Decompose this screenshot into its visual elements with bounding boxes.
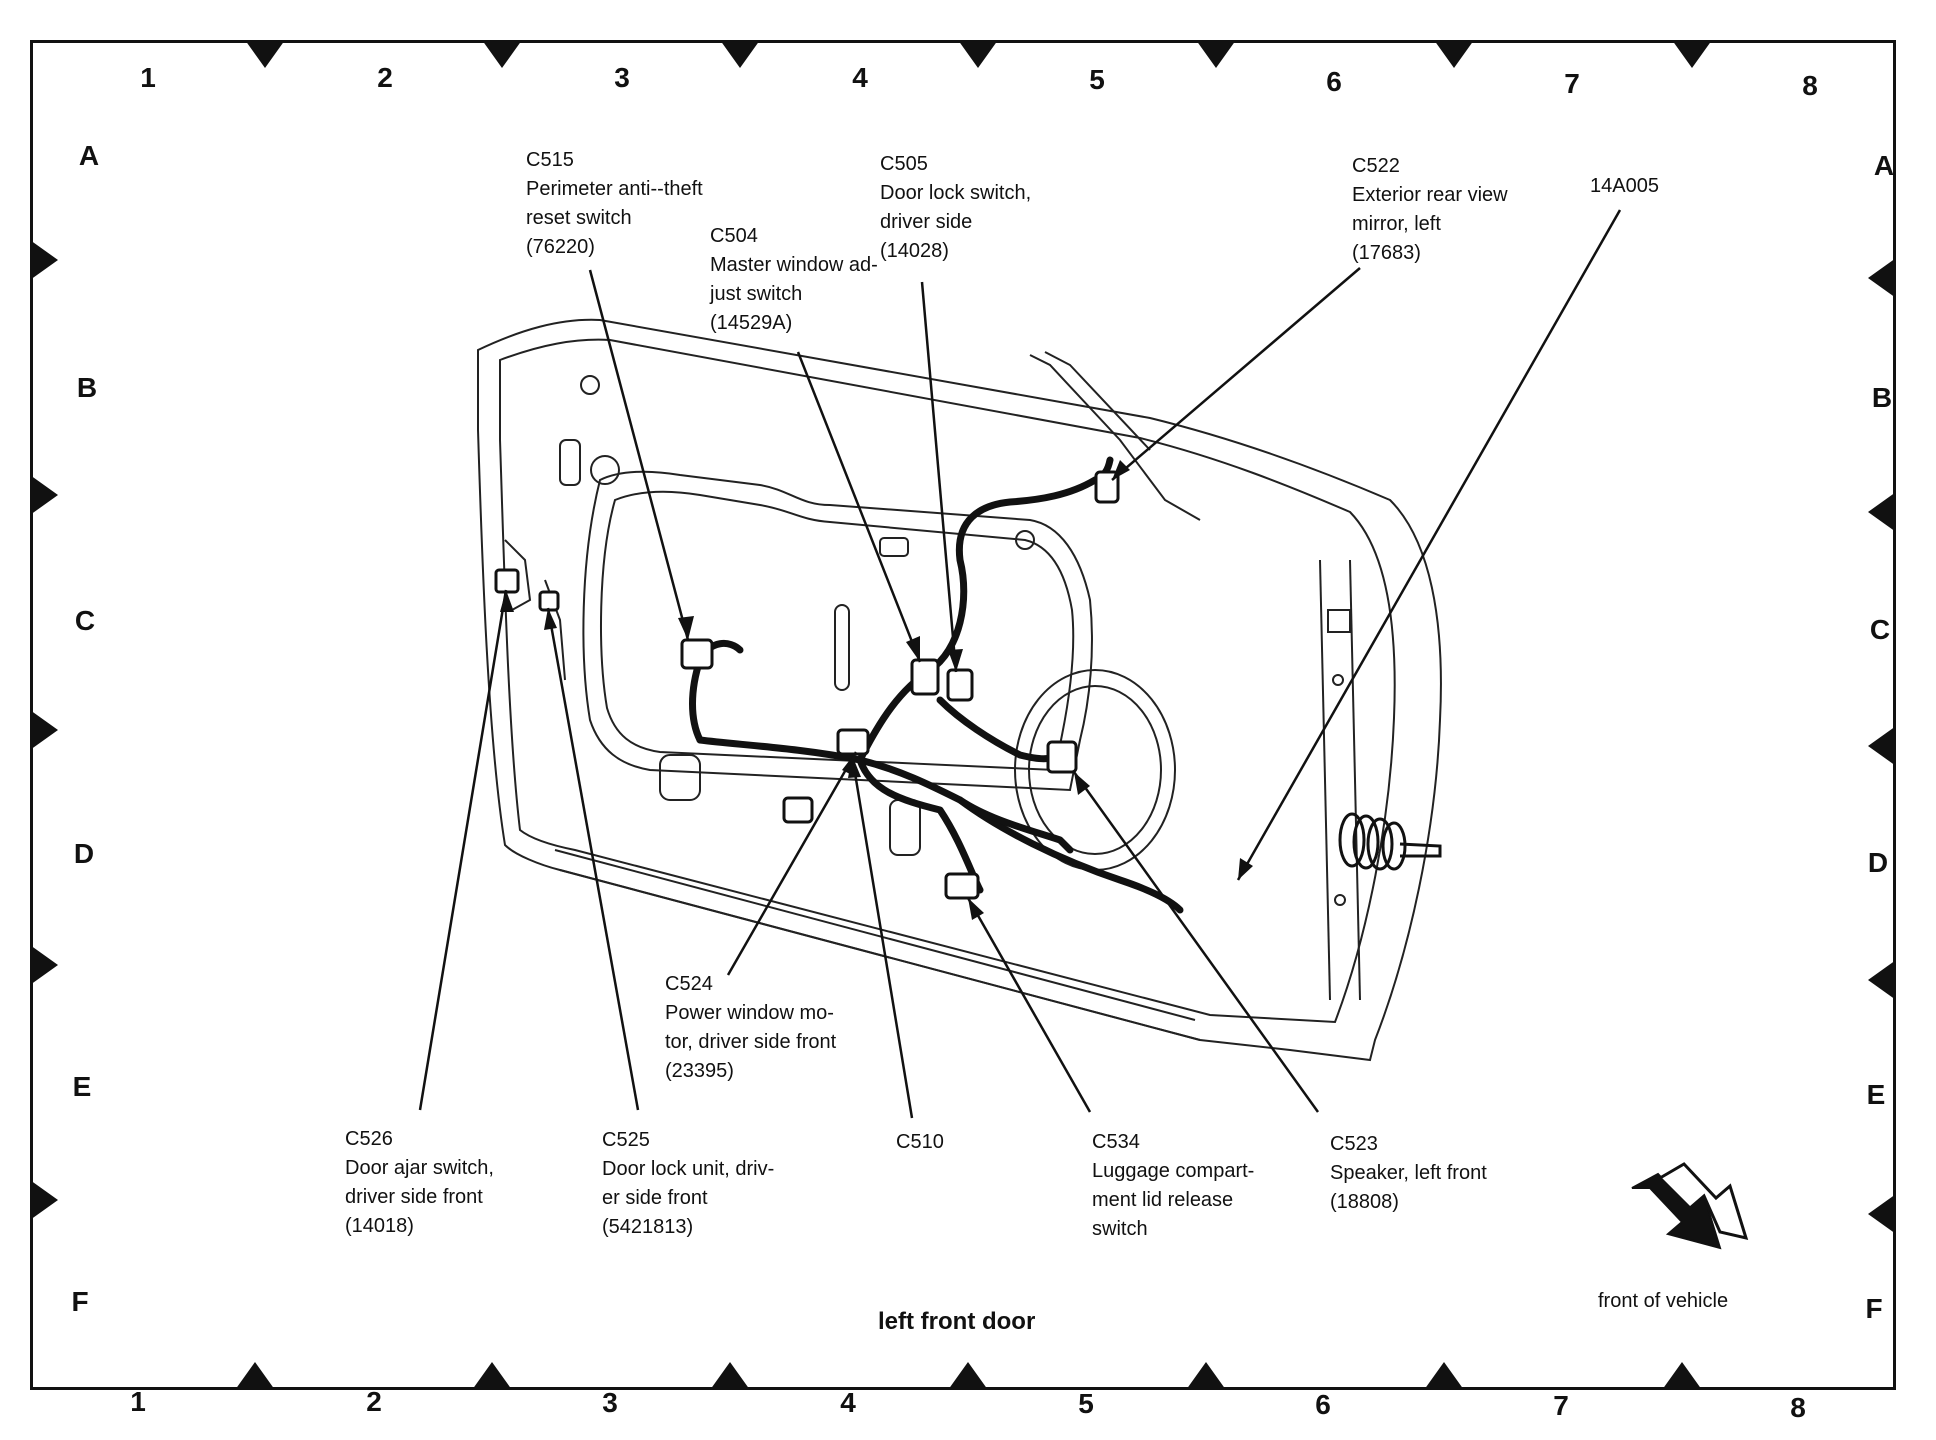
- callout-desc-line: ment lid release: [1092, 1189, 1234, 1211]
- connector-c505: [946, 668, 974, 702]
- part-number: (14529A): [710, 312, 793, 334]
- part-number: (14028): [880, 240, 949, 262]
- callout-c524: C524 Power window mo- tor, driver side f…: [665, 970, 836, 1086]
- callout-desc-line: Master window ad-: [710, 254, 878, 276]
- part-number: (17683): [1352, 242, 1421, 264]
- callout-c510: C510: [896, 1128, 944, 1157]
- callout-c515: C515 Perimeter anti--theft reset switch …: [526, 146, 703, 262]
- frame-ticks-top: [245, 40, 1712, 68]
- grid-col-top-1: 1: [140, 62, 156, 93]
- part-number: (5421813): [602, 1216, 694, 1238]
- wire-boot-grommet: [1338, 812, 1442, 871]
- callout-desc-line: Door lock unit, driv-: [602, 1158, 775, 1180]
- grid-row-left-A: A: [78, 140, 100, 171]
- callout-desc-line: Exterior rear view: [1352, 184, 1508, 206]
- grid-col-top-3: 3: [614, 62, 630, 93]
- frame-ticks-bottom: [235, 1362, 1702, 1390]
- frame-ticks-right: [1868, 258, 1896, 1234]
- grid-col-top-7: 7: [1564, 68, 1580, 99]
- grid-col-top-8: 8: [1802, 70, 1818, 101]
- callout-c525: C525 Door lock unit, driv- er side front…: [602, 1126, 774, 1242]
- grid-row-left-D: D: [73, 838, 95, 869]
- leader-arrowheads: [500, 460, 1253, 920]
- grid-col-bottom-2: 2: [366, 1386, 382, 1417]
- callout-14a005: 14A005: [1590, 172, 1659, 201]
- callout-desc-line: Door lock switch,: [880, 182, 1032, 204]
- grid-col-bottom-8: 8: [1790, 1392, 1806, 1423]
- grid-col-bottom-4: 4: [840, 1387, 856, 1418]
- connector-id: C505: [880, 153, 928, 175]
- callout-desc-line: just switch: [710, 283, 803, 305]
- connector-id: C504: [710, 225, 758, 247]
- callout-c534: C534 Luggage compart- ment lid release s…: [1092, 1128, 1254, 1244]
- arrow-right-down-icon: [1631, 1162, 1749, 1250]
- connector-c515: [680, 638, 714, 670]
- callout-desc-line: Door ajar switch,: [345, 1157, 494, 1179]
- grid-row-left-C: C: [74, 605, 96, 636]
- callout-c505: C505 Door lock switch, driver side (1402…: [880, 150, 1031, 266]
- callout-c526: C526 Door ajar switch, driver side front…: [345, 1125, 494, 1241]
- grid-row-left-B: B: [76, 372, 98, 403]
- callout-desc-line: Power window mo-: [665, 1002, 834, 1024]
- callout-desc-line: driver side front: [345, 1186, 483, 1208]
- connector-id: C526: [345, 1128, 393, 1150]
- grid-row-left-E: E: [72, 1071, 92, 1102]
- grid-col-bottom-7: 7: [1553, 1390, 1569, 1421]
- connector-id: C510: [896, 1131, 944, 1153]
- callout-desc-line: switch: [1092, 1218, 1148, 1240]
- callout-desc-line: Perimeter anti--theft: [526, 178, 703, 200]
- grid-col-bottom-6: 6: [1315, 1389, 1331, 1420]
- connector-id: C523: [1330, 1133, 1378, 1155]
- connector-id: C524: [665, 973, 713, 995]
- connector-id: C525: [602, 1129, 650, 1151]
- grid-col-top-6: 6: [1326, 66, 1342, 97]
- callout-desc-line: mirror, left: [1352, 213, 1441, 235]
- orientation-label: front of vehicle: [1598, 1290, 1729, 1312]
- grid-row-right-D: D: [1867, 847, 1889, 878]
- frame-ticks-left: [30, 240, 58, 1220]
- grid-row-right-F: F: [1865, 1293, 1883, 1324]
- part-number: (18808): [1330, 1191, 1399, 1213]
- callout-desc-line: tor, driver side front: [665, 1031, 837, 1053]
- connector-c510: [836, 728, 870, 756]
- grid-row-right-C: C: [1869, 614, 1891, 645]
- connector-c523: [1046, 740, 1078, 774]
- grid-col-top-2: 2: [377, 62, 393, 93]
- leader-lines: [418, 209, 1622, 1119]
- part-number: (14018): [345, 1215, 414, 1237]
- connector-id: C515: [526, 149, 574, 171]
- connector-id: 14A005: [1590, 175, 1659, 197]
- door-illustration: [477, 318, 1442, 1062]
- part-number: (23395): [665, 1060, 734, 1082]
- connector-id: C534: [1092, 1131, 1140, 1153]
- grid-row-left-F: F: [71, 1286, 89, 1317]
- grid-col-bottom-5: 5: [1078, 1388, 1094, 1419]
- grid-col-top-5: 5: [1089, 64, 1105, 95]
- connector-c525: [538, 590, 560, 612]
- grid-row-right-A: A: [1873, 150, 1895, 181]
- grid-col-bottom-3: 3: [602, 1387, 618, 1418]
- connector-id: C522: [1352, 155, 1400, 177]
- callout-c522: C522 Exterior rear view mirror, left (17…: [1352, 152, 1508, 268]
- grid-col-top-4: 4: [852, 62, 868, 93]
- connector-c524: [782, 796, 814, 824]
- callout-c504: C504 Master window ad- just switch (1452…: [710, 222, 878, 338]
- diagram-title: left front door: [878, 1308, 1036, 1335]
- callout-desc-line: reset switch: [526, 207, 632, 229]
- callout-desc-line: driver side: [880, 211, 973, 233]
- grid-row-right-E: E: [1866, 1079, 1886, 1110]
- part-number: (76220): [526, 236, 595, 258]
- connector-c526: [494, 568, 520, 594]
- callout-c523: C523 Speaker, left front (18808): [1330, 1130, 1487, 1217]
- callout-desc-line: Luggage compart-: [1092, 1160, 1255, 1182]
- callout-desc-line: Speaker, left front: [1330, 1162, 1487, 1184]
- connector-c534: [944, 872, 980, 900]
- connector-c504: [910, 658, 940, 696]
- grid-col-bottom-1: 1: [130, 1386, 146, 1417]
- grid-row-right-B: B: [1871, 382, 1893, 413]
- callout-desc-line: er side front: [602, 1187, 708, 1209]
